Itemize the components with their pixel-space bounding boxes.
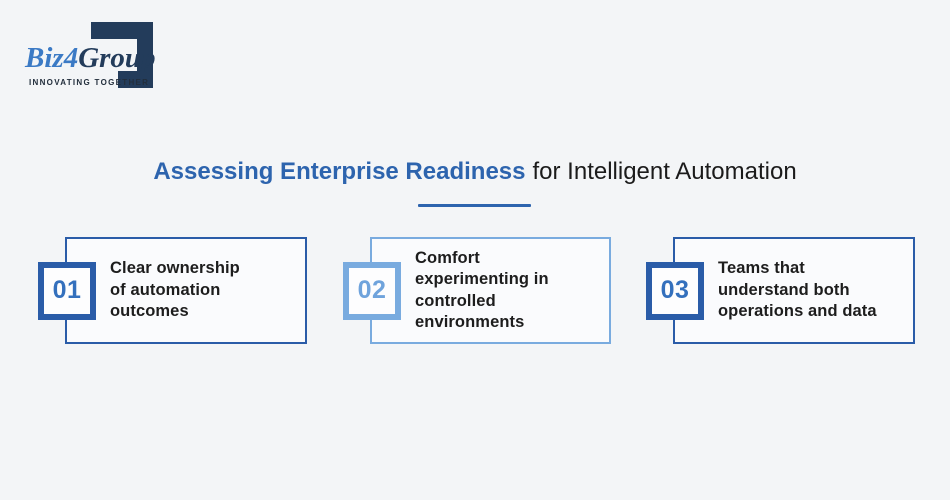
logo-tagline: INNOVATING TOGETHER	[29, 78, 150, 87]
page-title-rest: for Intelligent Automation	[532, 158, 797, 185]
card-number-badge: 02	[343, 261, 401, 320]
card-number-badge: 01	[38, 261, 96, 320]
page-title-highlight: Assessing Enterprise Readiness	[153, 158, 526, 185]
logo-wordmark: Biz4Group	[25, 43, 156, 73]
logo-word-four: 4	[63, 42, 79, 74]
title-underline	[418, 204, 531, 207]
readiness-card-1: 01 Clear ownership of automation outcome…	[38, 237, 307, 344]
readiness-card-3: 03 Teams that understand both operations…	[646, 237, 915, 344]
logo-bracket-icon	[91, 22, 153, 88]
biz4group-logo: Biz4Group INNOVATING TOGETHER	[25, 15, 165, 95]
card-text: Teams that understand both operations an…	[718, 259, 877, 321]
logo-word-biz: Biz	[25, 42, 64, 74]
card-text: Clear ownership of automation outcomes	[110, 259, 240, 321]
card-text: Comfort experimenting in controlled envi…	[415, 248, 549, 332]
logo-word-group: Group	[78, 42, 156, 74]
card-number-badge: 03	[646, 261, 704, 320]
readiness-card-2: 02 Comfort experimenting in controlled e…	[343, 237, 611, 344]
